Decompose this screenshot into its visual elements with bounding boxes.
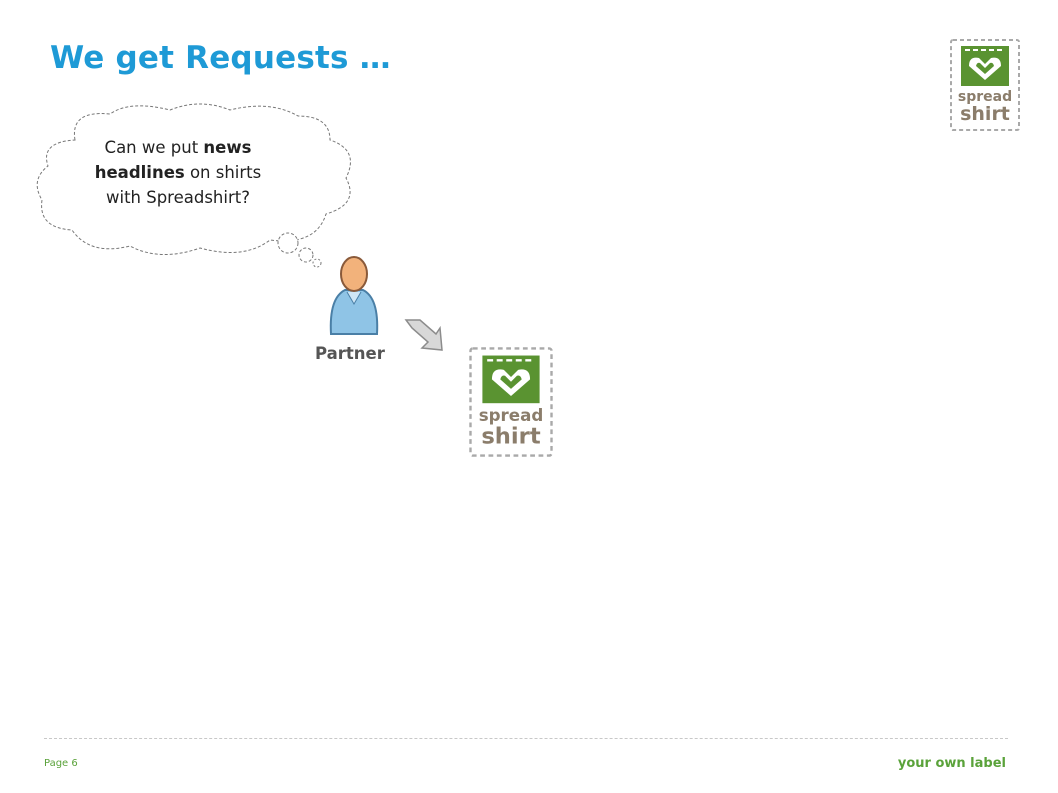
- footer-divider: [44, 738, 1008, 739]
- logo-text-line2: shirt: [960, 103, 1010, 125]
- thought-bubble-text: Can we put news headlines on shirts with…: [94, 138, 262, 207]
- page-number: Page 6: [44, 758, 78, 769]
- spreadshirt-logo: spread shirt: [949, 38, 1021, 132]
- logo-text-line1: spread: [479, 406, 544, 425]
- spreadshirt-logo-center: spread shirt: [468, 346, 554, 458]
- footer-brand: your own label: [897, 756, 1006, 771]
- slide-title: We get Requests …: [50, 40, 391, 76]
- person-icon: [325, 252, 383, 338]
- arrow-down-right-icon: [400, 312, 448, 354]
- logo-text-line2: shirt: [481, 424, 540, 450]
- logo-text-line1: spread: [958, 89, 1012, 105]
- actor-label: Partner: [315, 344, 385, 363]
- thought-cloud: [30, 100, 360, 270]
